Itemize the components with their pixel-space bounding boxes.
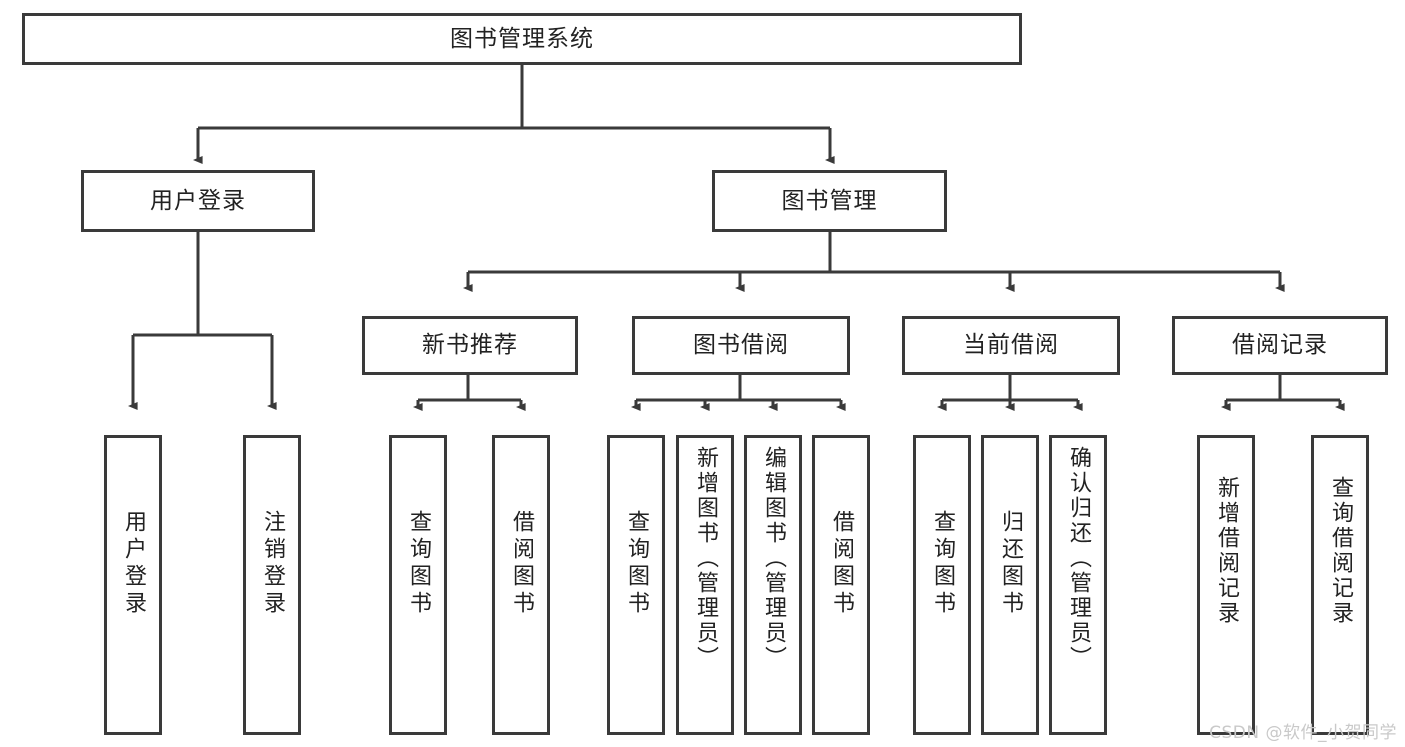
leaf-return-book[interactable]: 归还图书 — [981, 435, 1039, 735]
leaf-add-borrow-record[interactable]: 新增借阅记录 — [1197, 435, 1255, 735]
leaf-confirm-return-admin[interactable]: 确认归还（管理员） — [1049, 435, 1107, 735]
node-new-book-recommend[interactable]: 新书推荐 — [362, 316, 578, 375]
leaf-user-login[interactable]: 用户登录 — [104, 435, 162, 735]
node-book-borrow[interactable]: 图书借阅 — [632, 316, 850, 375]
node-borrow-record[interactable]: 借阅记录 — [1172, 316, 1388, 375]
node-label: 借阅图书 — [829, 510, 854, 618]
leaf-query-book-current[interactable]: 查询图书 — [913, 435, 971, 735]
node-label: 查询图书 — [406, 510, 431, 618]
node-current-borrow[interactable]: 当前借阅 — [902, 316, 1120, 375]
node-user-login[interactable]: 用户登录 — [81, 170, 315, 232]
node-label: 查询图书 — [624, 510, 649, 618]
node-label: 用户登录 — [150, 187, 246, 214]
leaf-logout[interactable]: 注销登录 — [243, 435, 301, 735]
leaf-edit-book-admin[interactable]: 编辑图书（管理员） — [744, 435, 802, 735]
node-root-system[interactable]: 图书管理系统 — [22, 13, 1022, 65]
node-label: 当前借阅 — [963, 332, 1059, 359]
node-label: 归还图书 — [998, 510, 1023, 618]
node-label: 图书管理 — [781, 187, 878, 214]
leaf-borrow-book-recommend[interactable]: 借阅图书 — [492, 435, 550, 735]
node-book-management[interactable]: 图书管理 — [712, 170, 947, 232]
node-label: 借阅图书 — [509, 510, 534, 618]
node-label: 图书管理系统 — [450, 25, 594, 52]
leaf-query-book-recommend[interactable]: 查询图书 — [389, 435, 447, 735]
node-label: 注销登录 — [260, 510, 285, 618]
node-label: 图书借阅 — [693, 332, 789, 359]
leaf-query-borrow-record[interactable]: 查询借阅记录 — [1311, 435, 1369, 735]
leaf-add-book-admin[interactable]: 新增图书（管理员） — [676, 435, 734, 735]
node-label: 新增图书（管理员） — [693, 446, 718, 671]
node-label: 确认归还（管理员） — [1066, 446, 1091, 671]
node-label: 新增借阅记录 — [1214, 476, 1239, 626]
node-label: 新书推荐 — [422, 332, 518, 359]
leaf-query-book-borrow[interactable]: 查询图书 — [607, 435, 665, 735]
node-label: 查询图书 — [930, 510, 955, 618]
node-label: 借阅记录 — [1232, 332, 1328, 359]
node-label: 查询借阅记录 — [1328, 476, 1353, 626]
node-label: 用户登录 — [121, 510, 146, 618]
watermark-text: CSDN @软件_小贺同学 — [1209, 723, 1397, 743]
node-label: 编辑图书（管理员） — [761, 446, 786, 671]
leaf-borrow-book[interactable]: 借阅图书 — [812, 435, 870, 735]
